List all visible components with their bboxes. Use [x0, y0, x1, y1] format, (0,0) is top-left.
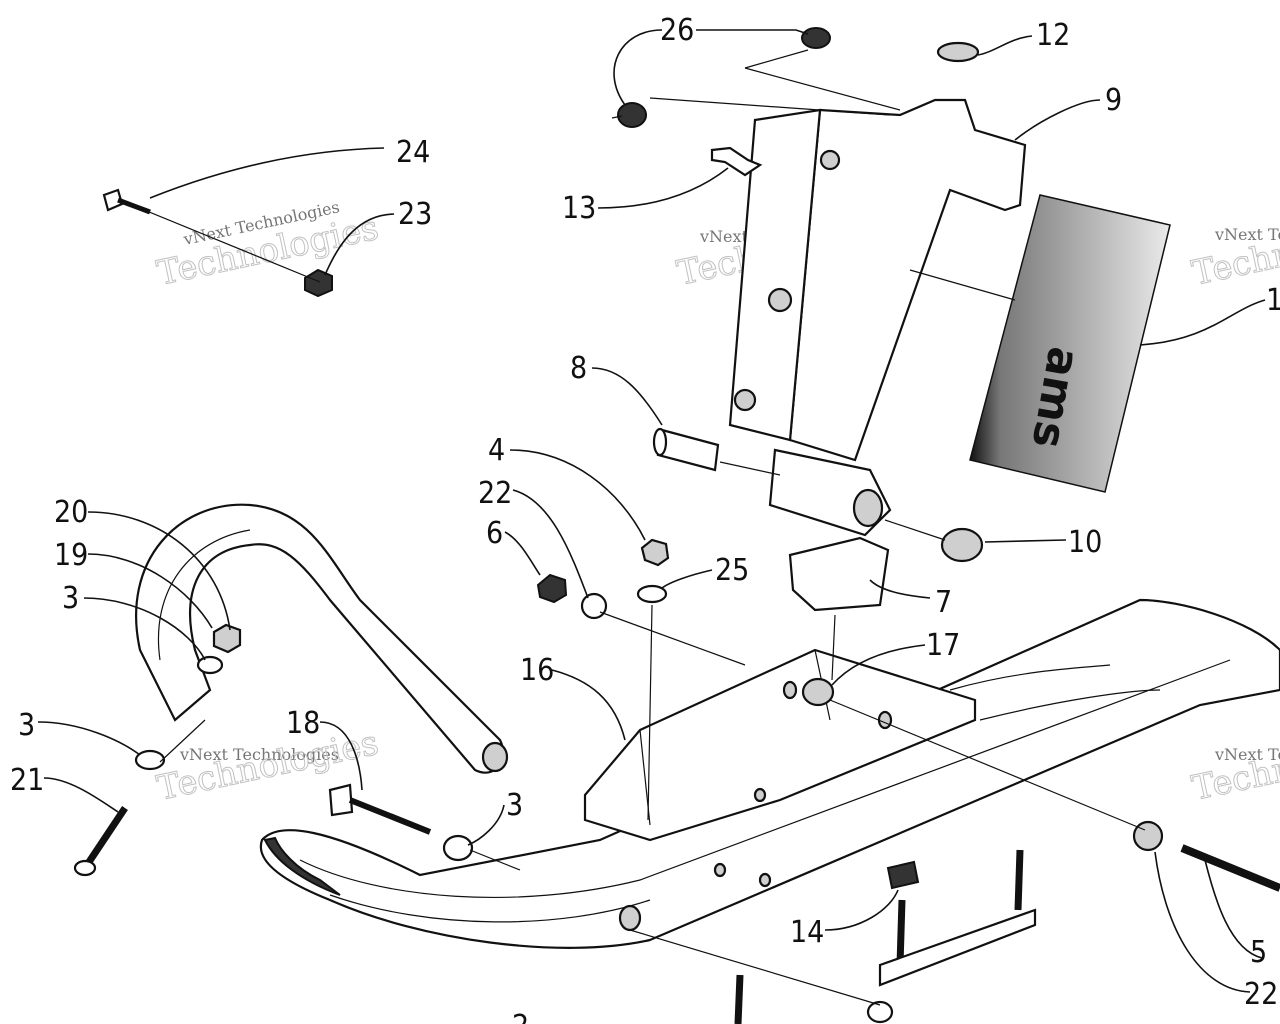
- callout-3: 3: [62, 581, 79, 616]
- spindle-housing: [728, 98, 1027, 537]
- callout-7: 7: [935, 585, 952, 620]
- callout-8: 8: [570, 351, 587, 386]
- watermark-text: Technologies: [1189, 208, 1280, 294]
- callout-16: 16: [520, 653, 554, 688]
- watermark-text: vNext Technologies: [1214, 745, 1280, 764]
- ski-handle: [135, 503, 509, 774]
- callout-2: 2: [512, 1009, 529, 1024]
- callout-1: 1: [1266, 283, 1280, 318]
- callout-22: 22: [1244, 977, 1278, 1012]
- callout-20: 20: [54, 495, 88, 530]
- watermark-text: vNext Technologies: [179, 745, 339, 764]
- small-parts: [73, 27, 1280, 1024]
- callout-13: 13: [562, 191, 596, 226]
- watermark-text: Technologies: [1189, 723, 1280, 809]
- callout-24: 24: [396, 135, 430, 170]
- callout-12: 12: [1036, 18, 1070, 53]
- decal: ams: [969, 194, 1171, 493]
- callout-labels: 26 12 9 24 23 13 1 8 4 22 6 25 10 7 20 1…: [10, 13, 1280, 1024]
- callout-17: 17: [926, 628, 960, 663]
- callout-3: 3: [506, 788, 523, 823]
- callout-14: 14: [790, 915, 824, 950]
- callout-25: 25: [715, 553, 749, 588]
- callout-6: 6: [486, 516, 503, 551]
- callout-23: 23: [398, 197, 432, 232]
- callout-9: 9: [1105, 83, 1122, 118]
- callout-5: 5: [1250, 935, 1267, 970]
- callout-3: 3: [18, 708, 35, 743]
- callout-26: 26: [660, 13, 694, 48]
- callout-21: 21: [10, 763, 44, 798]
- watermark-text: vNext Technologies: [1214, 225, 1280, 244]
- callout-4: 4: [488, 433, 505, 468]
- callout-10: 10: [1068, 525, 1102, 560]
- ski-saddle: [583, 648, 977, 842]
- leader-lines: [37, 29, 1266, 1006]
- callout-18: 18: [286, 706, 320, 741]
- callout-19: 19: [54, 538, 88, 573]
- callout-22: 22: [478, 476, 512, 511]
